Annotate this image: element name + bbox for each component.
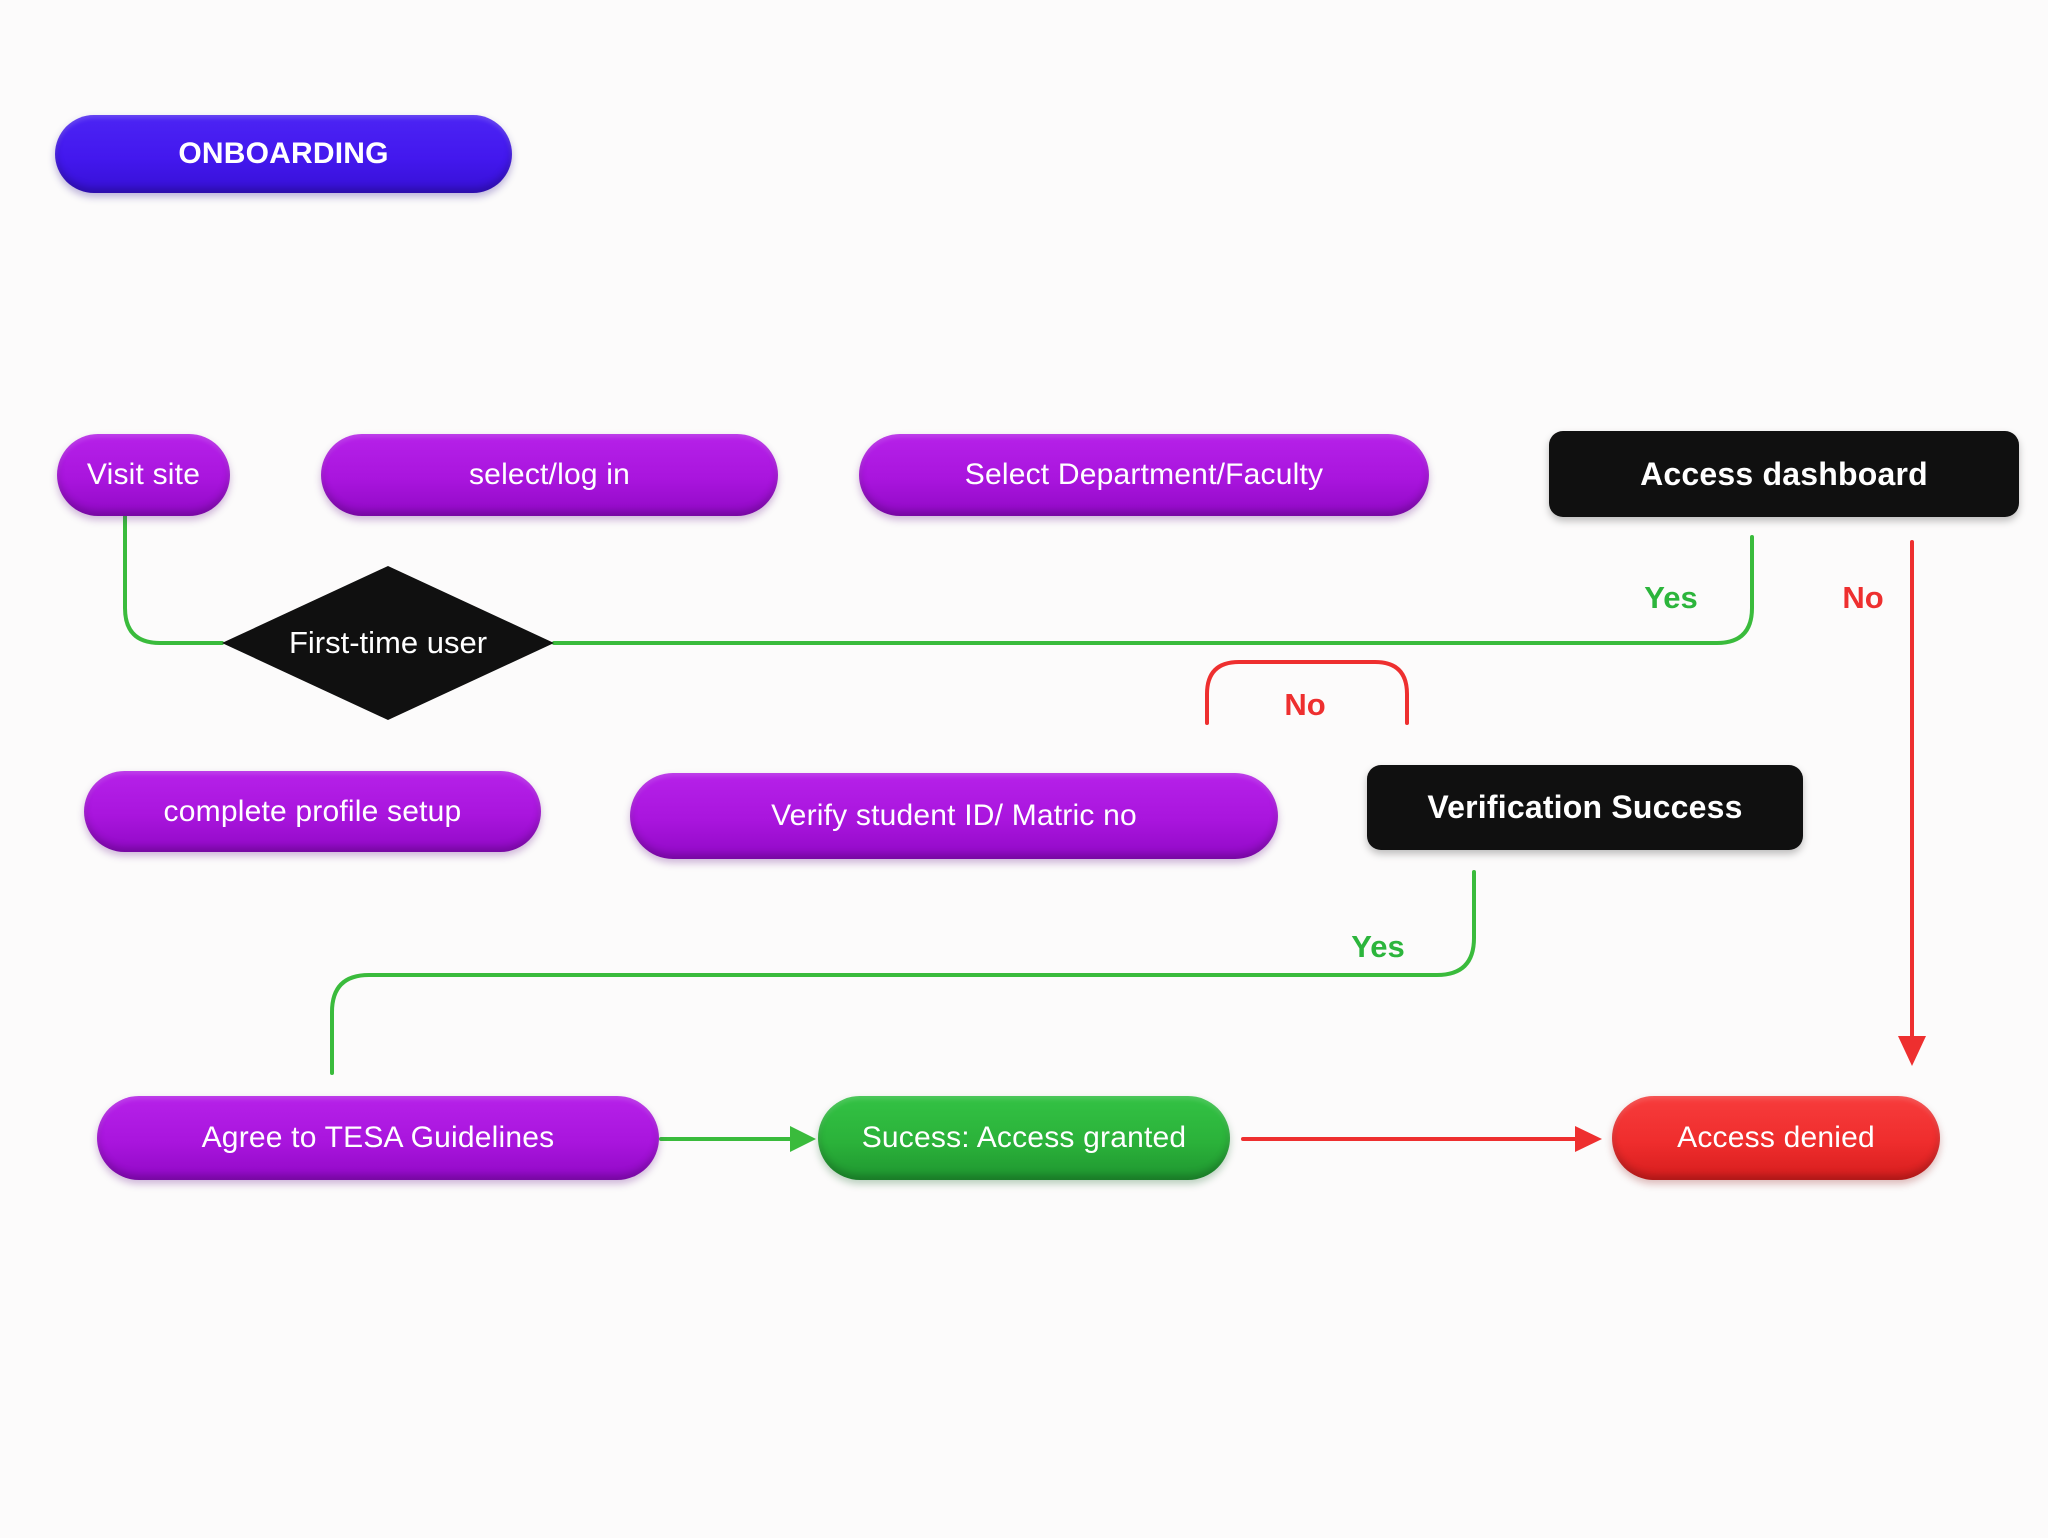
node-access-dashboard[interactable]: Access dashboard <box>1549 431 2019 517</box>
edge-diamond-to-dashboard <box>552 535 1754 645</box>
node-complete-profile-setup-label: complete profile setup <box>163 794 462 828</box>
edge-label-first-time-no: No <box>1842 580 1884 615</box>
edge-label-first-time-yes: Yes <box>1644 580 1698 615</box>
node-onboarding[interactable]: ONBOARDING <box>55 115 512 193</box>
node-select-log-in-label: select/log in <box>468 458 631 491</box>
node-access-granted[interactable]: Sucess: Access granted <box>818 1096 1230 1180</box>
arrowhead-down-icon <box>1898 1036 1926 1066</box>
node-agree-guidelines-label: Agree to TESA Guidelines <box>201 1121 555 1154</box>
node-access-denied[interactable]: Access denied <box>1612 1096 1940 1180</box>
edge-label-verification-yes: Yes <box>1351 929 1405 964</box>
node-access-dashboard-label: Access dashboard <box>1640 455 1928 492</box>
node-select-log-in[interactable]: select/log in <box>321 434 778 516</box>
arrowhead-right-red-icon <box>1575 1126 1602 1152</box>
edge-verification-to-agree <box>330 870 1476 1075</box>
edge-visit-to-diamond <box>123 514 224 645</box>
node-select-department[interactable]: Select Department/Faculty <box>859 434 1429 516</box>
node-first-time-user[interactable]: First-time user <box>214 558 562 728</box>
node-first-time-user-label: First-time user <box>288 625 488 660</box>
node-verify-student-id-label: Verify student ID/ Matric no <box>771 799 1137 832</box>
node-access-denied-label: Access denied <box>1677 1121 1875 1154</box>
node-visit-site[interactable]: Visit site <box>57 434 230 516</box>
node-verification-success[interactable]: Verification Success <box>1367 765 1803 850</box>
node-onboarding-label: ONBOARDING <box>178 137 389 170</box>
node-verification-success-label: Verification Success <box>1427 789 1743 825</box>
node-select-department-label: Select Department/Faculty <box>964 458 1324 491</box>
arrowhead-right-green-icon <box>790 1126 816 1152</box>
diamond-shape-icon <box>222 566 554 720</box>
node-visit-site-label: Visit site <box>86 458 201 491</box>
node-access-granted-label: Sucess: Access granted <box>861 1121 1187 1154</box>
edge-label-verification-no: No <box>1284 687 1326 722</box>
node-verify-student-id[interactable]: Verify student ID/ Matric no <box>630 773 1278 859</box>
node-complete-profile-setup[interactable]: complete profile setup <box>84 771 541 852</box>
node-agree-guidelines[interactable]: Agree to TESA Guidelines <box>97 1096 659 1180</box>
